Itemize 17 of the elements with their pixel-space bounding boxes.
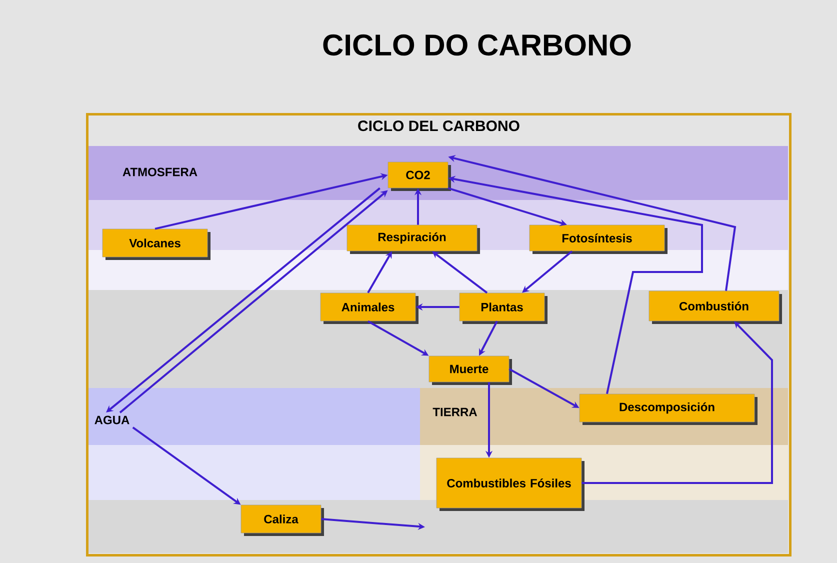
process-box: Respiración <box>346 224 480 254</box>
process-box: Descomposición <box>579 394 758 425</box>
process-box: Combustión <box>648 290 782 324</box>
process-box: CO2 <box>388 162 451 191</box>
region-label: ATMOSFERA <box>122 168 198 176</box>
region-label: TIERRA <box>432 408 478 416</box>
process-box: Plantas <box>459 292 548 324</box>
process-box: Caliza <box>240 504 324 536</box>
process-box: Volcanes <box>102 228 210 260</box>
process-box: Fotosíntesis <box>529 224 668 254</box>
region-label: AGUA <box>94 416 130 424</box>
arrow <box>522 250 573 293</box>
process-box: Muerte <box>428 356 512 385</box>
process-box: Combustibles Fósiles <box>436 458 584 511</box>
arrow <box>432 251 488 294</box>
title: CICLO DO CARBONO <box>323 34 631 56</box>
process-box: Animales <box>320 292 418 324</box>
